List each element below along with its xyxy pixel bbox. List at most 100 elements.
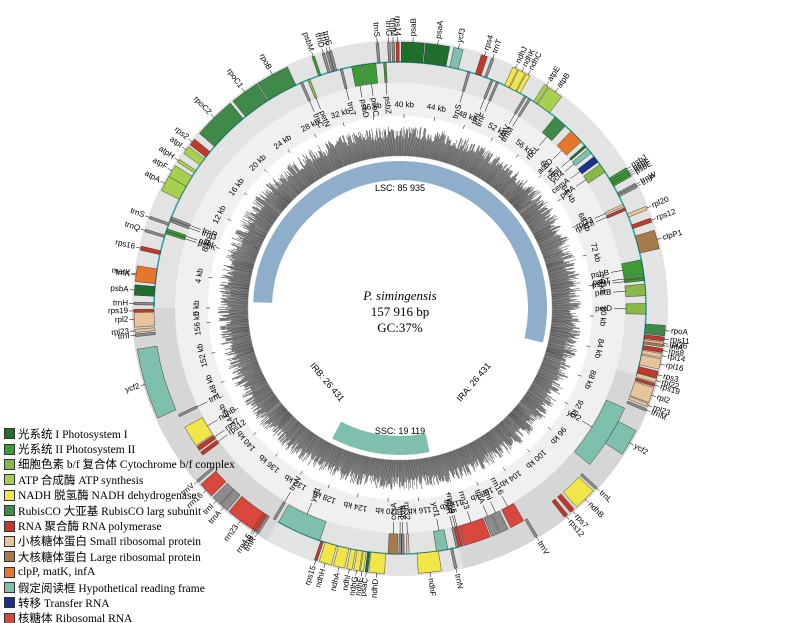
gene-leader [612, 281, 625, 284]
gene-leader [492, 53, 495, 59]
kb-tick [211, 352, 216, 354]
gene-block [387, 41, 392, 63]
gene-block [513, 95, 527, 115]
gene-label: petB [595, 287, 612, 297]
gene-trnL: trnL [396, 506, 405, 555]
gene-block [639, 354, 662, 370]
gene-leader [455, 568, 458, 574]
gene-leader [184, 238, 197, 243]
gene-psbH: psbH [591, 277, 645, 290]
gene-leader [345, 88, 350, 101]
gene-leader [207, 419, 218, 427]
gene-leader [210, 113, 215, 118]
gene-leader [185, 235, 198, 241]
gene-block [133, 310, 155, 328]
gene-leader [188, 138, 193, 143]
kb-label: 116 kb [407, 505, 432, 516]
gene-psbZ: psbZ [383, 62, 393, 115]
gene-label: rpoB [258, 52, 274, 71]
gene-block [517, 97, 531, 117]
gene-leader [661, 355, 667, 357]
legend-item: NADH 脱氢酶 NADH dehydrogenase [4, 488, 235, 503]
ir-shade-ira [132, 308, 289, 541]
gene-block [462, 71, 471, 92]
legend-swatch [4, 535, 15, 547]
gene-leader [664, 338, 670, 340]
gene-block [314, 540, 324, 562]
gene-block [364, 551, 371, 573]
gene-label: psbC [369, 97, 380, 117]
gene-block [433, 529, 449, 552]
gene-block [134, 284, 156, 297]
gene-block [135, 331, 156, 337]
inner-circle [247, 155, 553, 461]
gene-block [483, 79, 494, 100]
legend-item: 光系统 I Photosystem I [4, 426, 235, 441]
gene-trnR: trnR [442, 498, 459, 548]
gene-block [483, 514, 500, 537]
gene-leader [659, 363, 665, 366]
legend-label: 光系统 I Photosystem I [18, 428, 128, 441]
genome-size: 157 916 bp [370, 304, 430, 319]
gene-leader [572, 510, 576, 515]
gene-leader [655, 380, 661, 383]
gene-rps3: rps3 [637, 366, 680, 384]
gene-block [170, 216, 191, 227]
gene-block [577, 156, 599, 175]
gene-rpl16: rpl16 [639, 354, 685, 373]
gene-label: ycf1 [430, 502, 441, 519]
gene-leader [527, 70, 531, 75]
kb-tick [538, 174, 542, 179]
gene-label: ycf2 [124, 381, 141, 394]
gene-leader [539, 136, 548, 146]
gene-leader [309, 100, 315, 113]
legend-label: ATP 合成酶 ATP synthesis [18, 474, 144, 487]
gene-block [626, 400, 647, 412]
legend-swatch [4, 612, 15, 623]
gene-leader [545, 81, 550, 86]
gene-rpoA: rpoA [644, 323, 689, 337]
legend-label: 大核糖体蛋白 Large ribosomal protein [18, 551, 201, 564]
gene-block [177, 159, 197, 174]
gene-label: trnS [398, 505, 407, 520]
gene-leader [595, 216, 607, 223]
gene-block [631, 217, 653, 229]
gene-label: trnfM [388, 18, 397, 37]
gene-block [524, 518, 538, 538]
gene-leader [217, 434, 228, 442]
kb-tick [557, 199, 561, 202]
gene-leader [181, 146, 187, 151]
gene-psaB: psaB [400, 18, 425, 64]
gene-block [200, 440, 220, 456]
gene-block [184, 417, 213, 446]
legend-swatch [4, 428, 15, 440]
kb-label: 0 kb [192, 300, 201, 316]
gene-leader [555, 87, 559, 93]
gene-block [604, 203, 625, 215]
gene-block [583, 164, 606, 184]
gene-leader [311, 51, 314, 57]
gene-block [557, 493, 575, 513]
gene-leader [436, 518, 440, 531]
legend-item: 小核糖体蛋白 Small ribosomal protein [4, 534, 235, 549]
gene-block [488, 81, 499, 102]
gene-leader [328, 46, 331, 52]
gene-block [135, 265, 158, 284]
gene-label: psbA [110, 284, 129, 294]
gene-leader [135, 246, 141, 249]
gene-block [136, 345, 177, 419]
legend-item: clpP, matK, infA [4, 565, 235, 580]
legend-swatch [4, 551, 15, 563]
kb-tick [372, 115, 375, 120]
gene-block [189, 138, 211, 158]
kb-tick [586, 345, 591, 347]
gene-leader [321, 48, 324, 54]
gene-leader [656, 237, 662, 240]
gene-leader [140, 228, 146, 231]
gene-label: psbD [358, 98, 370, 118]
gene-label: rpl23 [111, 326, 130, 337]
gene-leader [561, 159, 571, 168]
gene-block [453, 526, 462, 548]
